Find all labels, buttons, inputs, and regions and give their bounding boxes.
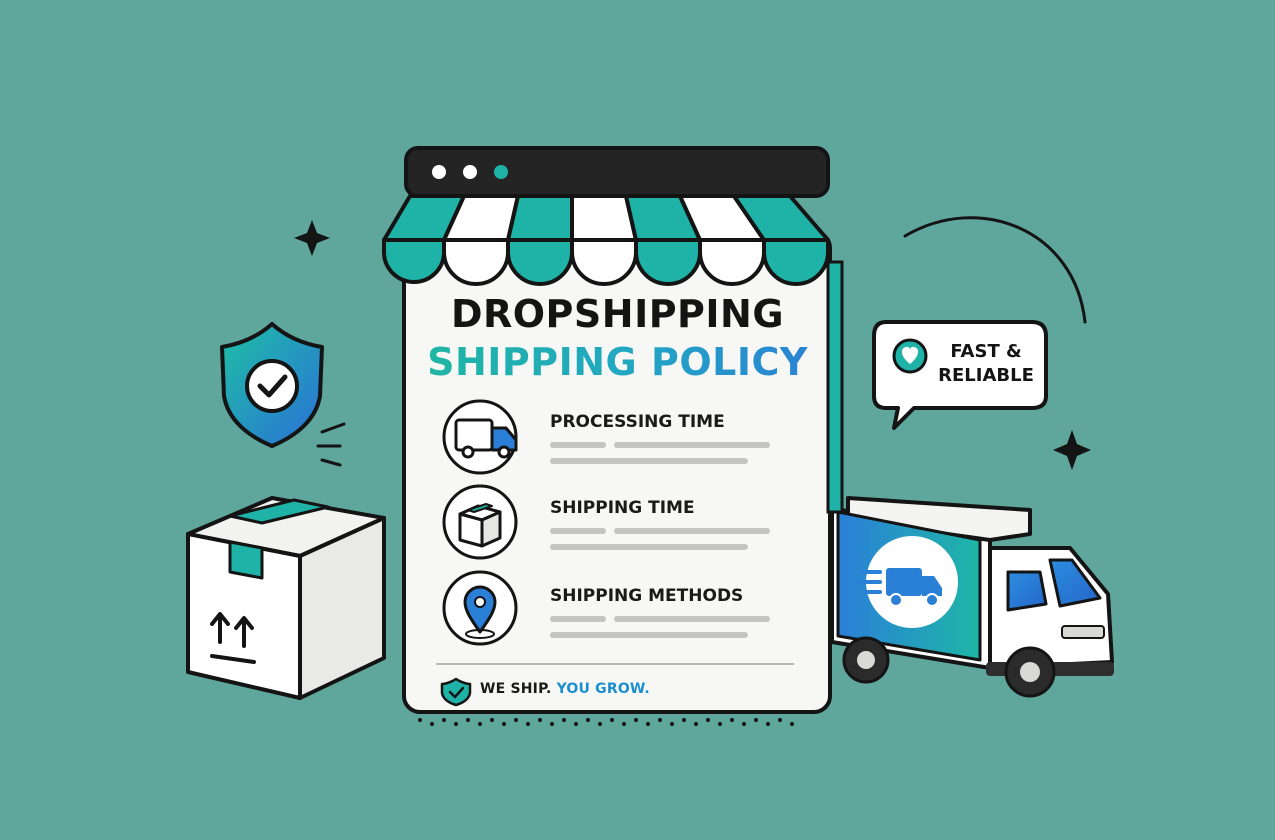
card-title: DROPSHIPPING — [450, 292, 785, 336]
sparkle-icon — [294, 220, 330, 256]
badge-line1: FAST & — [950, 341, 1022, 362]
burst-lines — [316, 422, 346, 467]
item-label-shipping-time: SHIPPING TIME — [550, 498, 695, 518]
decorative-arc — [903, 216, 1087, 324]
shield-check-icon — [220, 322, 324, 448]
footer-tagline-part2: YOU GROW. — [556, 681, 650, 697]
store-awning — [382, 194, 830, 286]
item-label-shipping-methods: SHIPPING METHODS — [550, 586, 744, 606]
package-box-icon — [186, 496, 386, 700]
item-label-processing-time: PROCESSING TIME — [550, 412, 725, 432]
location-pin-icon — [442, 570, 518, 646]
badge-text: FAST & RELIABLE — [930, 340, 1042, 388]
shield-check-icon — [440, 677, 472, 707]
footer-tagline-part1: WE SHIP. — [480, 681, 552, 697]
delivery-truck-icon — [442, 399, 518, 475]
browser-bar — [404, 146, 830, 198]
sparkle-icon — [1053, 430, 1091, 470]
footer-tagline: WE SHIP. YOU GROW. — [480, 681, 650, 697]
card-shadow-dots — [418, 718, 794, 726]
package-box-icon — [442, 484, 518, 560]
text-placeholder-lines — [550, 442, 770, 638]
card-subtitle: SHIPPING POLICY — [405, 340, 830, 384]
badge-line2: RELIABLE — [938, 365, 1034, 386]
heart-icon — [901, 346, 919, 364]
delivery-truck-icon — [830, 496, 1114, 698]
